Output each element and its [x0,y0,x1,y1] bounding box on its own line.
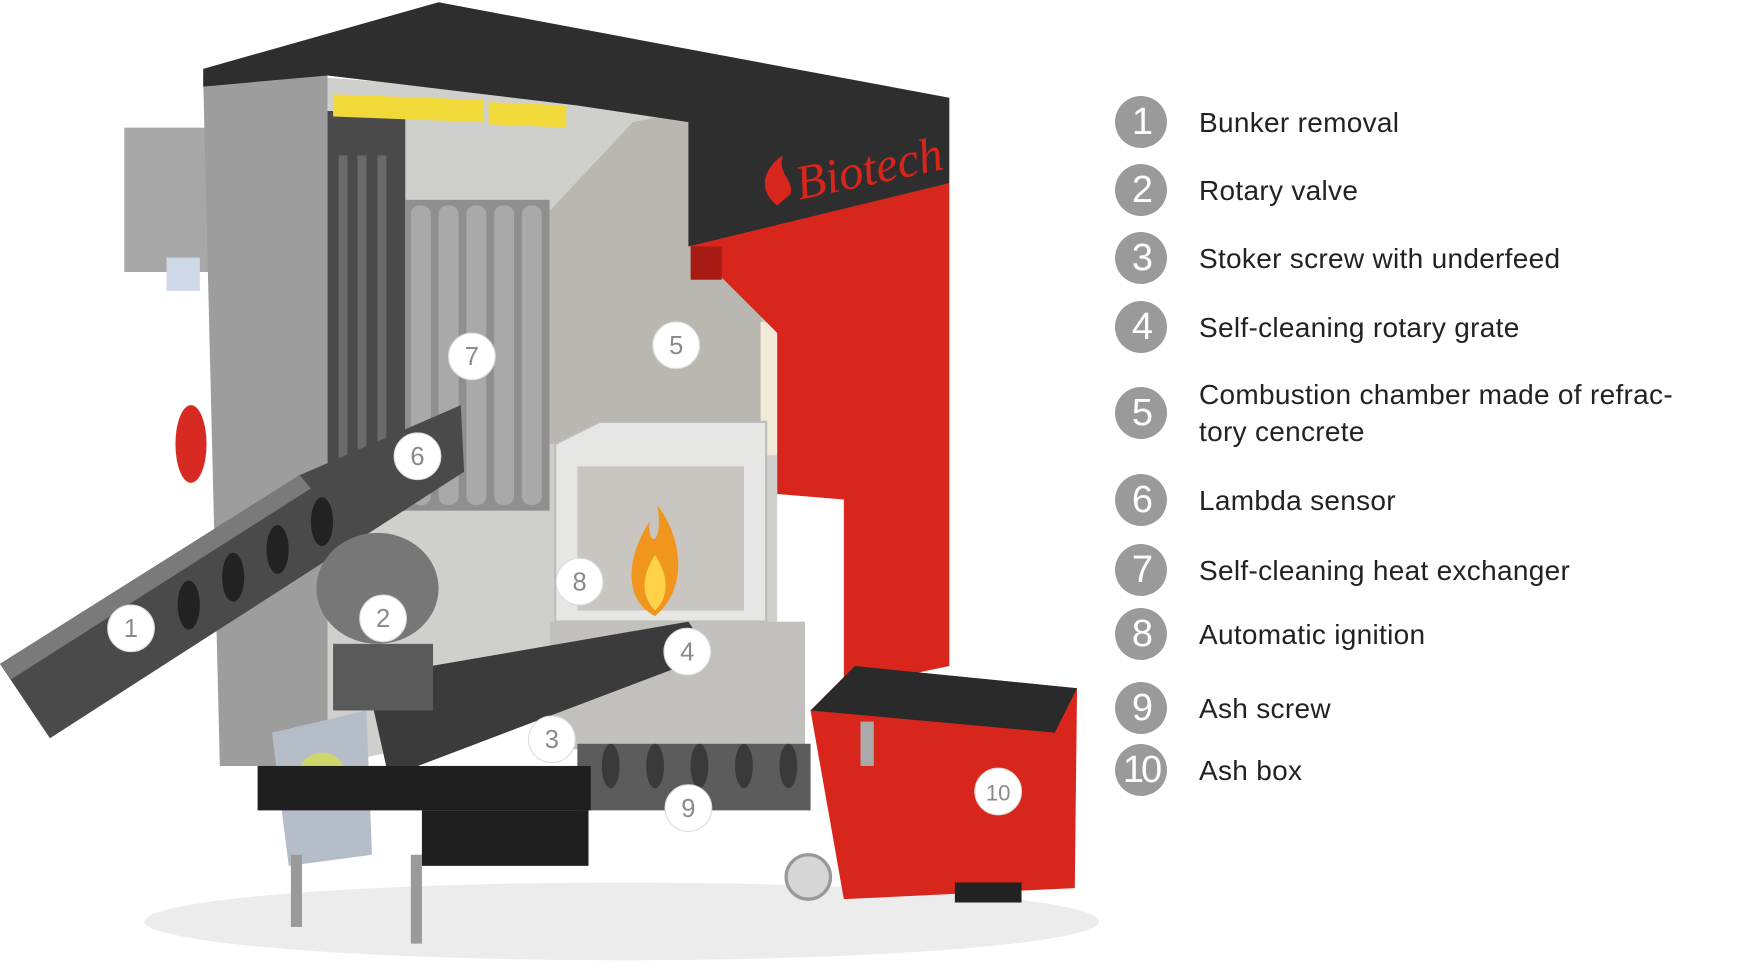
legend-label: Bunker removal [1199,106,1400,138]
callout-number: 10 [986,780,1011,805]
callout-number: 5 [669,332,683,360]
callout-circle [393,432,442,481]
legend-number: 1 [1115,96,1167,148]
callout-circle [663,627,712,676]
legend-label: Stoker screw with underfeed [1199,242,1561,274]
top-cover [203,2,950,247]
legend-item: 3 Stoker screw with underfeed [1115,232,1719,284]
callout-marker-5: 5 [652,321,701,370]
left-side-panel [203,68,328,766]
floor-shadow [144,882,1100,961]
legend-item: 8 Automatic ignition [1115,608,1719,660]
callout-marker-10: 10 [974,767,1023,816]
red-cylinder [175,405,207,483]
callout-number: 8 [572,569,586,597]
insulation-yellow [333,94,483,123]
legend-item: 2 Rotary valve [1115,164,1719,216]
callout-marker-7: 7 [448,332,496,381]
callout-number: 7 [465,343,479,371]
callout-circle [359,594,407,643]
callout-number: 2 [376,605,390,633]
legend-label: Automatic ignition [1199,618,1426,650]
callout-marker-3: 3 [527,715,576,764]
legend-number: 6 [1115,474,1167,526]
callout-circle [555,557,604,606]
base-frame [257,765,591,811]
callout-marker-9: 9 [664,784,713,833]
red-housing [688,183,950,689]
legend-number: 7 [1115,544,1167,596]
ash-box-wheel [784,853,833,901]
legend-item: 1 Bunker removal [1115,96,1719,148]
callout-circle [664,784,713,833]
legend-label: Self-cleaning heat exchanger [1199,554,1571,586]
callout-circle [107,604,155,653]
legend-label: Lambda sensor [1199,484,1396,516]
legend-number: 3 [1115,232,1167,284]
legend-number: 4 [1115,301,1167,353]
legend-label: Ash box [1199,754,1303,786]
legend-item: 10 Ash box [1115,744,1719,796]
callout-marker-1: 1 [107,604,155,653]
callout-marker-6: 6 [393,432,442,481]
callout-number: 3 [545,726,559,754]
callout-circle [652,321,701,370]
rotary-valve [316,532,439,644]
legend-number: 2 [1115,164,1167,216]
legend-item: 6 Lambda sensor [1115,474,1719,526]
legend-item: 7 Self-cleaning heat exchanger [1115,544,1719,596]
legend-item: 9 Ash screw [1115,682,1719,734]
legend-label: Rotary valve [1199,174,1359,206]
legend-item: 4 Self-cleaning rotary grate [1115,301,1719,353]
callout-number: 1 [124,615,138,643]
legend-number: 10 [1115,744,1167,796]
legend-item: 5 Combustion chamber made of refrac-tory … [1115,376,1709,450]
legend-label: Ash screw [1199,692,1331,724]
legend-label: Combustion chamber made of refrac-tory c… [1199,379,1673,447]
callout-circle [974,767,1023,816]
callout-marker-8: 8 [555,557,604,606]
legend-number: 8 [1115,608,1167,660]
callout-marker-2: 2 [359,594,407,643]
callout-number: 6 [410,443,424,471]
control-box-filter [166,257,200,291]
legend-number: 5 [1115,387,1167,439]
callout-number: 9 [681,795,695,823]
control-box [124,127,211,272]
callout-circle [448,332,496,381]
callout-marker-4: 4 [663,627,712,676]
stoker-screw [366,621,711,778]
legend: 1 Bunker removal 2 Rotary valve 3 Stoker sc… [1115,0,1741,968]
callout-number: 4 [680,639,694,667]
legend-number: 9 [1115,682,1167,734]
legend-label: Self-cleaning rotary grate [1199,311,1520,343]
callout-circle [527,715,576,764]
